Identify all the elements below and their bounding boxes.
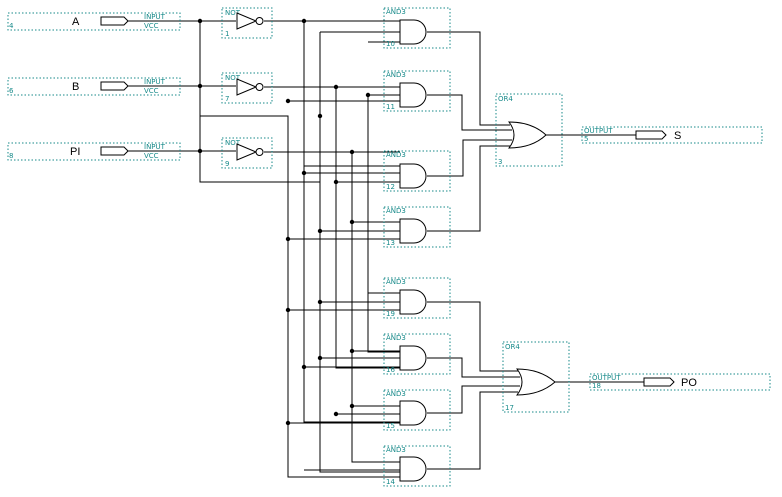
signal-label: PO	[681, 377, 697, 389]
signal-label: PI	[70, 146, 80, 158]
and-gate-13: AND3 13	[383, 206, 451, 248]
pin-type: INPUT	[144, 13, 166, 21]
gate-number: 16	[386, 366, 395, 374]
signal-label: A	[72, 16, 80, 28]
pin-type: INPUT	[144, 143, 166, 151]
or-gate-17: OR4 17	[502, 341, 570, 413]
and-gate-14: AND3 14	[383, 445, 451, 487]
gate-number: 11	[386, 103, 395, 111]
gate-number: 12	[386, 183, 395, 191]
pin-type: INPUT	[144, 78, 166, 86]
pin-number: 18	[592, 382, 601, 390]
pin-vcc: VCC	[144, 22, 159, 30]
pin-number: 8	[9, 152, 13, 160]
gate-number: 9	[225, 160, 229, 168]
gate-type: NOT	[225, 139, 241, 147]
gate-type: OR4	[498, 95, 513, 103]
gate-number: 19	[386, 310, 395, 318]
pin-type: OUTPUT	[584, 127, 613, 135]
pin-vcc: VCC	[144, 87, 159, 95]
not-gate-7: NOT 7	[221, 72, 273, 104]
gate-type: AND3	[386, 8, 406, 16]
and-gate-10: AND3 10	[383, 7, 451, 49]
gate-type: AND3	[386, 390, 406, 398]
gate-type: AND3	[386, 446, 406, 454]
gate-number: 3	[498, 158, 502, 166]
gate-type: AND3	[386, 71, 406, 79]
gate-number: 13	[386, 239, 395, 247]
signal-label: B	[72, 81, 79, 93]
gate-number: 14	[386, 478, 395, 486]
signal-label: S	[674, 130, 681, 142]
and-gate-11: AND3 11	[383, 70, 451, 112]
pin-number: 6	[9, 87, 14, 95]
gate-number: 1	[225, 30, 229, 38]
gate-type: AND3	[386, 334, 406, 342]
pin-number: 4	[9, 22, 14, 30]
not-gate-9: NOT 9	[221, 137, 273, 169]
input-pin-a: 4 A INPUT VCC	[7, 12, 181, 31]
gate-type: AND3	[386, 151, 406, 159]
junctions	[197, 18, 371, 426]
wires	[128, 20, 644, 478]
not-gate-1: NOT 1	[221, 7, 273, 39]
and-gate-16: AND3 16	[383, 333, 451, 375]
gate-number: 17	[505, 404, 514, 412]
gate-type: NOT	[225, 74, 241, 82]
and-gate-15: AND3 15	[383, 389, 451, 431]
gate-number: 10	[386, 40, 395, 48]
pin-vcc: VCC	[144, 152, 159, 160]
gate-number: 7	[225, 95, 229, 103]
or-gate-3: OR4 3	[495, 93, 563, 167]
pin-number: 5	[584, 135, 588, 143]
and-gate-19: AND3 19	[383, 277, 451, 319]
gate-type: OR4	[505, 343, 520, 351]
input-pin-pi: 8 PI INPUT VCC	[7, 142, 181, 161]
input-pin-b: 6 B INPUT VCC	[7, 77, 181, 96]
and-gate-12: AND3 12	[383, 150, 451, 192]
pin-type: OUTPUT	[592, 374, 621, 382]
gate-type: AND3	[386, 278, 406, 286]
output-pin-po: OUTPUT 18 PO	[589, 373, 771, 391]
gate-type: AND3	[386, 207, 406, 215]
gate-type: NOT	[225, 9, 241, 17]
output-pin-s: OUTPUT 5 S	[581, 126, 763, 144]
gate-number: 15	[386, 422, 395, 430]
